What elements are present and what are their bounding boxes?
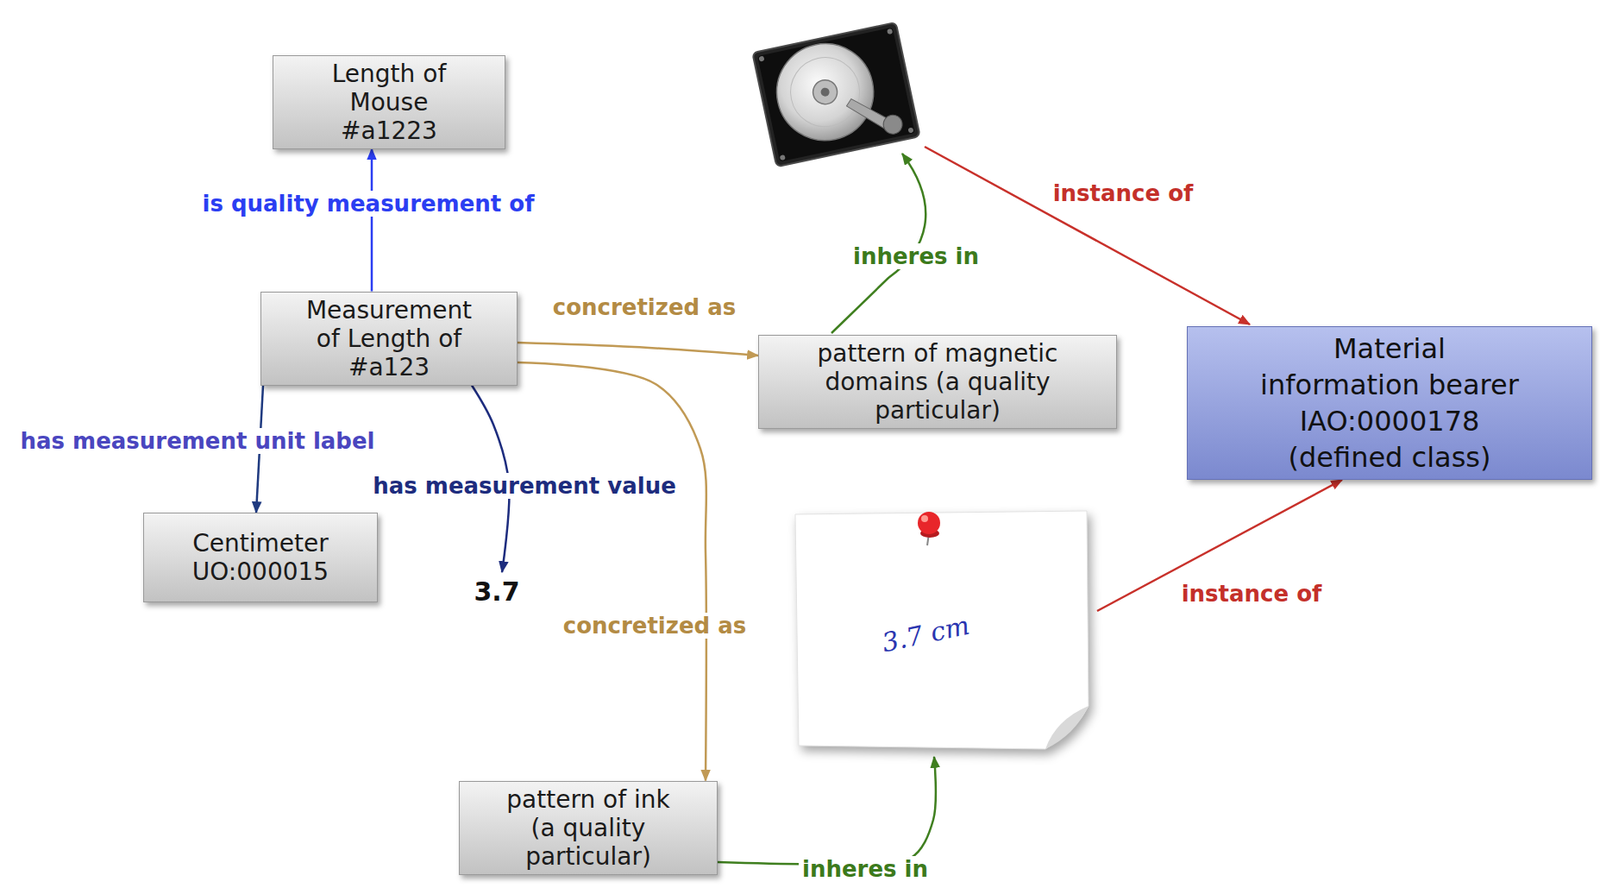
relation-label: instance of xyxy=(1178,580,1326,607)
unit-box: Centimeter UO:000015 xyxy=(143,512,378,603)
quality-box: pattern of ink (a quality particular) xyxy=(458,780,718,875)
quality-box: pattern of magnetic domains (a quality p… xyxy=(758,334,1117,429)
node-label: pattern of magnetic domains (a quality p… xyxy=(808,338,1067,425)
relation-label: is quality measurement of xyxy=(199,190,539,217)
relation-label: concretized as xyxy=(549,294,740,320)
value-text: 3.7 xyxy=(463,571,531,612)
sticky-note: 3.7 cm xyxy=(786,501,1098,757)
measurement-box: Measurement of Length of #a123 xyxy=(260,291,518,386)
relation-label: inheres in xyxy=(798,855,932,882)
entity-box: Length of Mouse #a1223 xyxy=(272,55,506,150)
relation-arrow xyxy=(517,362,707,781)
instance-line xyxy=(924,146,1250,325)
class-box: Material information bearer IAO:0000178 … xyxy=(1186,326,1593,480)
node-label: pattern of ink (a quality particular) xyxy=(497,784,679,871)
node-label: Centimeter UO:000015 xyxy=(174,528,347,586)
relation-label: has measurement unit label xyxy=(16,427,378,454)
node-label: 3.7 xyxy=(473,576,520,608)
relation-label: inheres in xyxy=(849,243,983,270)
relation-label: has measurement value xyxy=(369,472,680,499)
node-label: Length of Mouse #a1223 xyxy=(307,59,471,145)
relation-label: instance of xyxy=(1049,180,1198,207)
relation-label: concretized as xyxy=(559,612,750,639)
note-curl xyxy=(1045,705,1089,749)
node-label: Measurement of Length of #a123 xyxy=(296,295,483,382)
relation-arrow xyxy=(717,756,936,865)
relation-arrow xyxy=(517,342,759,356)
relation-arrow xyxy=(1097,479,1343,611)
note-paper-outline xyxy=(795,510,1089,749)
node-label: Material information bearer IAO:0000178 … xyxy=(1254,330,1525,476)
relation-arrow xyxy=(370,149,374,292)
hard-drive-picture xyxy=(752,22,920,167)
push-pin xyxy=(917,511,941,546)
